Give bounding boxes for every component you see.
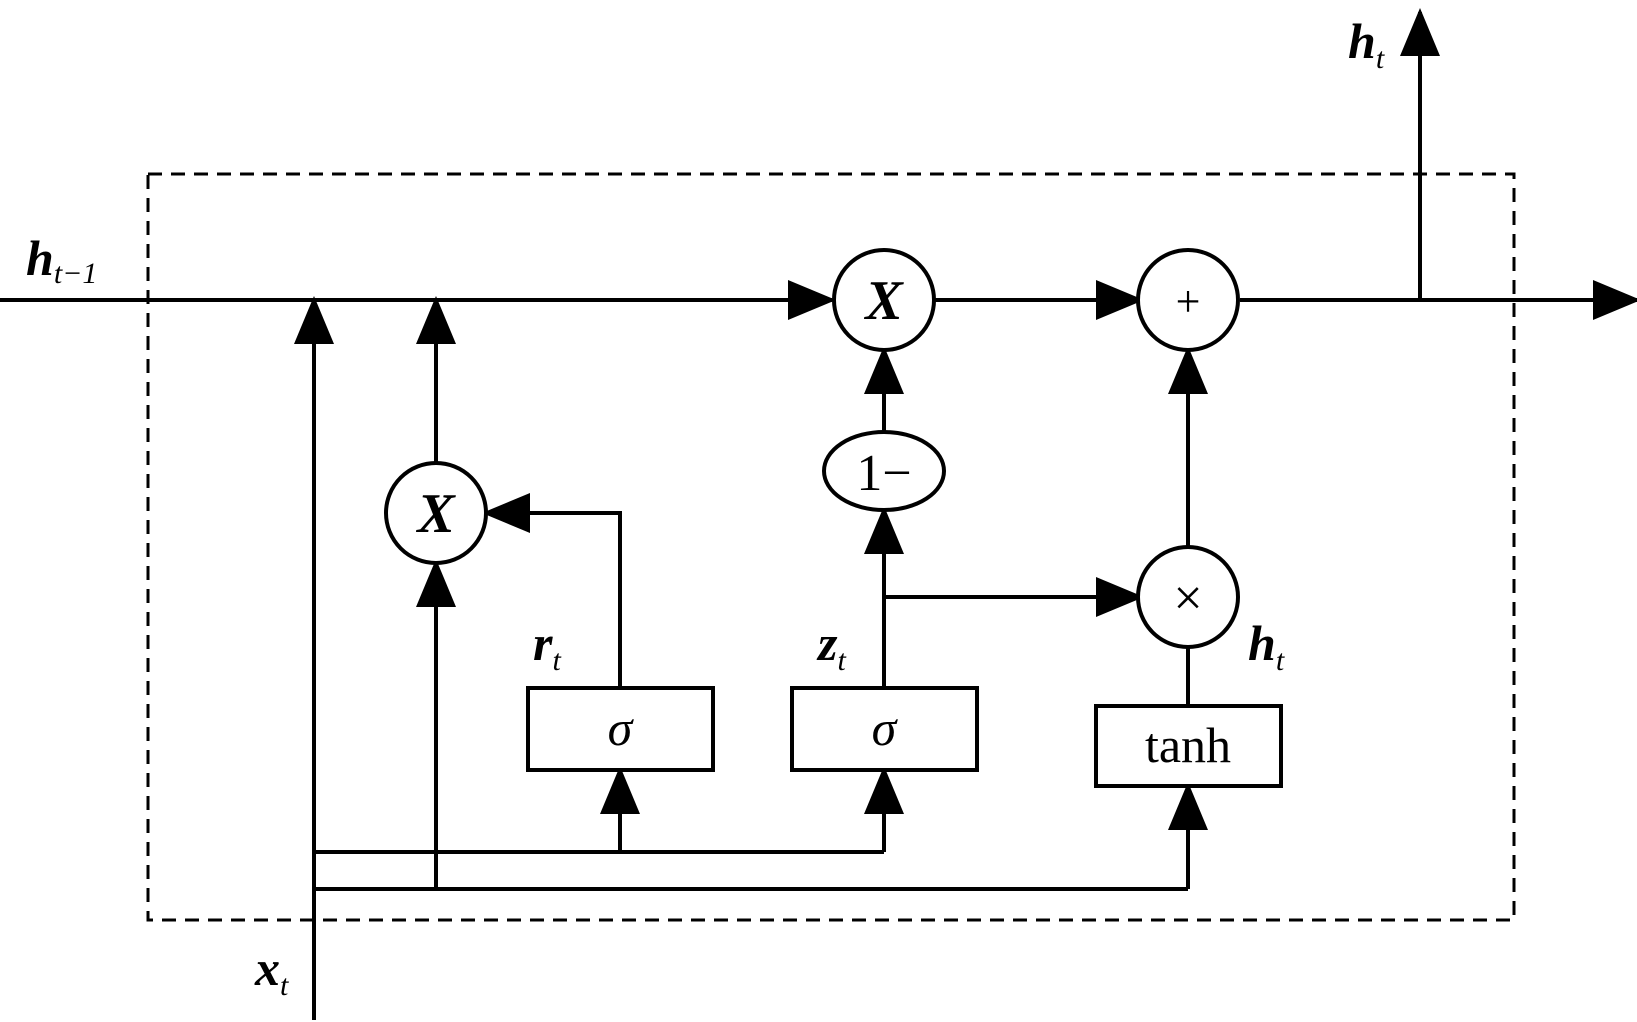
svg-text:×: ×: [1173, 570, 1202, 627]
top-multiply-node: X: [832, 248, 936, 352]
sigma-reset-box: σ: [526, 686, 715, 772]
candidate-multiply-node: ×: [1136, 545, 1240, 649]
one-minus-node: 1−: [822, 430, 946, 512]
svg-text:+: +: [1176, 277, 1201, 326]
svg-text:tanh: tanh: [1145, 717, 1231, 773]
svg-text:σ: σ: [608, 700, 635, 756]
h-prev-label: ht−1: [26, 230, 97, 290]
sigma-update-box: σ: [790, 686, 979, 772]
rt-to-mult-line: [482, 493, 622, 688]
svg-text:X: X: [415, 483, 456, 545]
cell-boundary: [146, 172, 1516, 922]
update-gate-label: zt: [816, 615, 846, 677]
x-input-label: xt: [254, 940, 289, 1002]
svg-text:σ: σ: [872, 700, 899, 756]
candidate-label: ht: [1248, 615, 1285, 677]
reset-gate-label: rt: [533, 615, 561, 677]
svg-text:1−: 1−: [856, 445, 911, 502]
reset-multiply-node: X: [384, 461, 488, 565]
tanh-box: tanh: [1094, 704, 1283, 788]
h-out-label: ht: [1348, 13, 1385, 75]
add-node: +: [1136, 248, 1240, 352]
svg-text:X: X: [863, 270, 904, 332]
